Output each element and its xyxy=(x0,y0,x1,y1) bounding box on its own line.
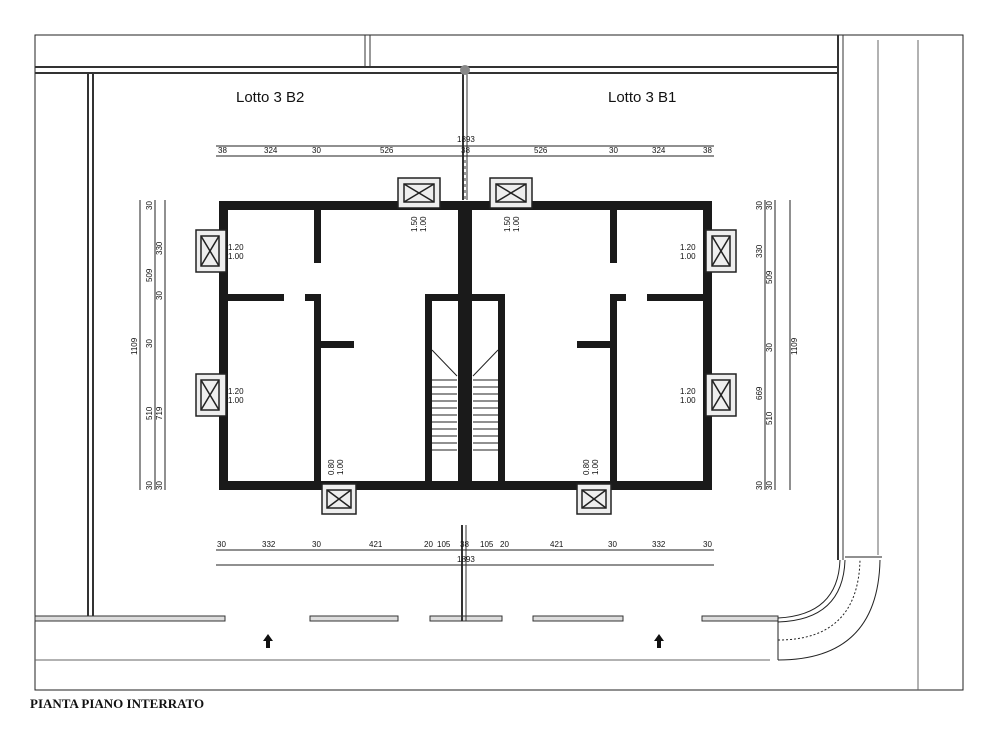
dimension-segment: 30 xyxy=(608,540,617,549)
sheet-title: PIANTA PIANO INTERRATO xyxy=(30,696,204,711)
dimension-segment: 30 xyxy=(312,540,321,549)
site-boundaries xyxy=(34,35,919,690)
dimension-segment: 105 xyxy=(437,540,451,549)
dimension-segment: 30 xyxy=(155,481,164,490)
dimension-segment: 30 xyxy=(755,201,764,210)
window-label: 1.00 xyxy=(228,252,244,261)
window-label: 1.00 xyxy=(419,216,428,232)
window-label: 1.00 xyxy=(228,396,244,405)
stair-left xyxy=(431,349,458,451)
building-walls xyxy=(219,201,712,490)
dimension-segment: 330 xyxy=(155,241,164,255)
dimension-segment: 510 xyxy=(145,406,154,420)
window-label: 1.00 xyxy=(680,396,696,405)
dimension-segment: 669 xyxy=(755,386,764,400)
dimension-segment: 509 xyxy=(765,270,774,284)
dimension-segment: 105 xyxy=(480,540,494,549)
dimension-segment: 30 xyxy=(145,339,154,348)
window-label: 1.00 xyxy=(680,252,696,261)
dimension-segment: 332 xyxy=(652,540,666,549)
dimension-segment: 38 xyxy=(461,146,470,155)
dimension-segment: 526 xyxy=(380,146,394,155)
dimension-segment: 719 xyxy=(155,406,164,420)
drawing-frame xyxy=(34,34,964,691)
dimension-segment: 324 xyxy=(264,146,278,155)
dimension-segment: 510 xyxy=(765,411,774,425)
dimension-segment: 30 xyxy=(145,481,154,490)
dimension-total: 1109 xyxy=(790,337,799,355)
window-label: 1.20 xyxy=(680,243,696,252)
dimension-segment: 30 xyxy=(145,201,154,210)
dimension-segment: 38 xyxy=(460,540,469,549)
window-label: 1.20 xyxy=(228,243,244,252)
dimension-segment: 30 xyxy=(217,540,226,549)
dimension-segment: 30 xyxy=(755,481,764,490)
dimension-total: 1893 xyxy=(457,135,475,144)
window-label: 1.00 xyxy=(591,459,600,475)
stair-right xyxy=(472,349,499,451)
dimension-segment: 332 xyxy=(262,540,276,549)
dimension-segment: 526 xyxy=(534,146,548,155)
dimension-segment: 30 xyxy=(155,291,164,300)
window-label: 1.20 xyxy=(680,387,696,396)
window-label: 1.50 xyxy=(410,216,419,232)
dimension-segment: 421 xyxy=(550,540,564,549)
dimension-segment: 38 xyxy=(703,146,712,155)
window-label: 1.00 xyxy=(512,216,521,232)
dimension-segment: 30 xyxy=(609,146,618,155)
window-label: 0.80 xyxy=(327,459,336,475)
dimension-segment: 30 xyxy=(312,146,321,155)
dimension-segment: 30 xyxy=(765,201,774,210)
dimension-segment: 509 xyxy=(145,268,154,282)
dimension-segment: 421 xyxy=(369,540,383,549)
dimension-total: 1109 xyxy=(130,337,139,355)
dimension-segment: 330 xyxy=(755,244,764,258)
window-label: 1.50 xyxy=(503,216,512,232)
up-arrow-icon xyxy=(263,634,664,648)
dimension-segment: 30 xyxy=(703,540,712,549)
window-label: 0.80 xyxy=(582,459,591,475)
dimension-segment: 38 xyxy=(218,146,227,155)
right-dimension-chain: 1109 30 30 330 509 30 669 510 30 30 xyxy=(755,200,799,490)
dimension-segment: 30 xyxy=(765,481,774,490)
lot-label-right: Lotto 3 B1 xyxy=(608,89,676,106)
window-label: 1.20 xyxy=(228,387,244,396)
dimension-segment: 20 xyxy=(500,540,509,549)
dimension-segment: 324 xyxy=(652,146,666,155)
window-label: 1.00 xyxy=(336,459,345,475)
dimension-segment: 20 xyxy=(424,540,433,549)
top-dimension-chain: 1893 38 324 30 526 38 526 30 324 38 xyxy=(216,135,714,157)
dimension-segment: 30 xyxy=(765,343,774,352)
dimension-total: 1893 xyxy=(457,555,475,564)
bottom-dimension-chain: 1893 30 332 30 421 20 105 38 105 20 421 … xyxy=(216,540,714,566)
lot-label-left: Lotto 3 B2 xyxy=(236,89,304,106)
window-labels: 1.20 1.00 1.20 1.00 1.20 1.00 1.20 1.00 … xyxy=(228,216,696,475)
light-well-icon xyxy=(195,177,737,515)
left-dimension-chain: 1109 30 330 30 509 30 719 510 30 30 xyxy=(130,200,166,490)
